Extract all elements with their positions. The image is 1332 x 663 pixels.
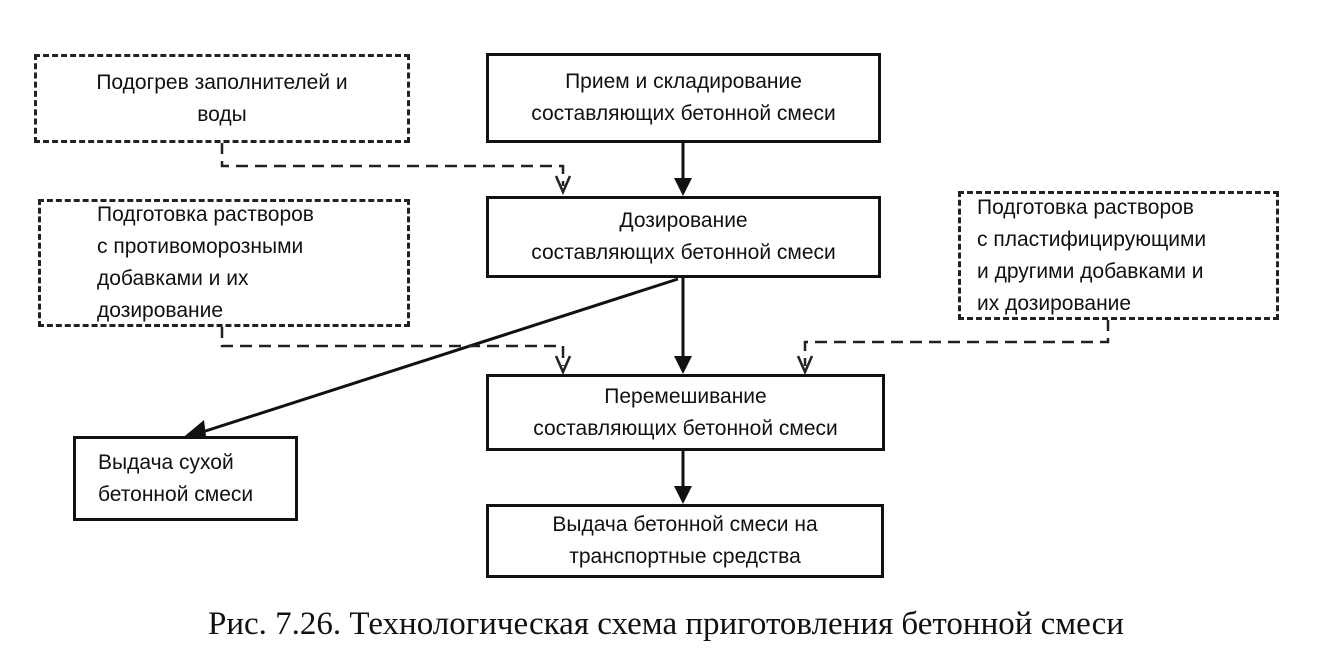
reception-box: Прием и складирование составляющих бетон… (486, 53, 881, 143)
mixing-line-1: Перемешивание (604, 384, 767, 408)
antifreeze-line-4: дозирование (97, 299, 224, 322)
dosing-box: Дозирование составляющих бетонной смеси (486, 196, 881, 278)
dashed-link-plasticizer-to-mixing (803, 319, 1110, 366)
antifreeze-box: Подготовка растворов с противоморозными … (38, 199, 410, 327)
dosing-line-2: составляющих бетонной смеси (531, 241, 836, 264)
mixing-box: Перемешивание составляющих бетонной смес… (486, 374, 885, 451)
mixing-line-2: составляющих бетонной смеси (533, 416, 838, 440)
dry-output-line-2: бетонной смеси (98, 482, 254, 506)
dashed-link-antifreeze-to-mixing (220, 326, 565, 366)
figure-caption: Рис. 7.26. Технологическая схема пригото… (208, 606, 1124, 642)
dry-output-line-1: Выдача сухой (98, 450, 234, 474)
antifreeze-line-2: с противоморозными (97, 235, 304, 258)
dry-output-box: Выдача сухой бетонной смеси (73, 436, 298, 521)
dosing-line-1: Дозирование (619, 209, 748, 232)
heating-box: Подогрев заполнителей и воды (34, 54, 410, 143)
plasticizer-line-4: их дозирование (977, 291, 1132, 315)
plasticizer-box: Подготовка растворов с пластифицирующими… (958, 191, 1279, 320)
dashed-link-heating-to-dosing (220, 142, 565, 186)
heating-line-1: Подогрев заполнителей и (96, 70, 348, 94)
plasticizer-line-3: и другими добавками и (977, 259, 1204, 283)
transport-output-line-1: Выдача бетонной смеси на (552, 513, 818, 536)
transport-output-line-2: транспортные средства (569, 545, 801, 568)
antifreeze-line-1: Подготовка растворов (97, 203, 314, 226)
antifreeze-line-3: добавками и их (97, 267, 249, 290)
arrow-dosing-to-dry-output (189, 277, 679, 438)
plasticizer-line-1: Подготовка растворов (977, 195, 1194, 219)
transport-output-box: Выдача бетонной смеси на транспортные ср… (486, 504, 884, 578)
reception-line-2: составляющих бетонной смеси (531, 102, 836, 125)
heating-line-2: воды (197, 102, 247, 126)
plasticizer-line-2: с пластифицирующими (977, 227, 1207, 251)
reception-line-1: Прием и складирование (565, 70, 802, 93)
